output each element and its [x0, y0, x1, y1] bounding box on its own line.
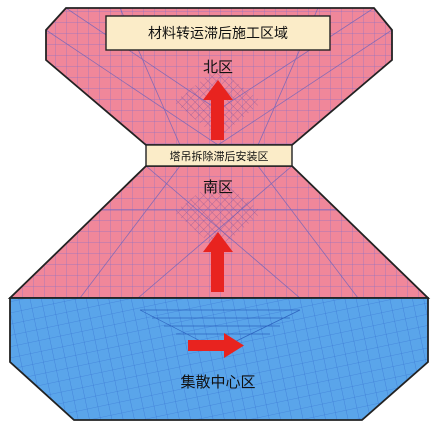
north-arrow-icon [203, 80, 233, 140]
south-zone-label: 南区 [203, 178, 233, 196]
hub-fan-lines [139, 309, 301, 351]
crane-zone-label: 塔吊拆除滞后安装区 [170, 149, 269, 163]
material-zone-label: 材料转运滞后施工区域 [148, 26, 288, 42]
material-zone-label-box: 材料转运滞后施工区域 [105, 15, 331, 51]
hub-zone-region [9, 297, 429, 421]
south-arrow-icon [203, 232, 233, 292]
crane-zone-label-box: 塔吊拆除滞后安装区 [145, 144, 293, 167]
north-zone-label: 北区 [203, 58, 233, 76]
south-diamond-core [174, 178, 262, 250]
hub-arrow-icon [188, 333, 244, 358]
hub-zone-label: 集散中心区 [180, 373, 255, 391]
